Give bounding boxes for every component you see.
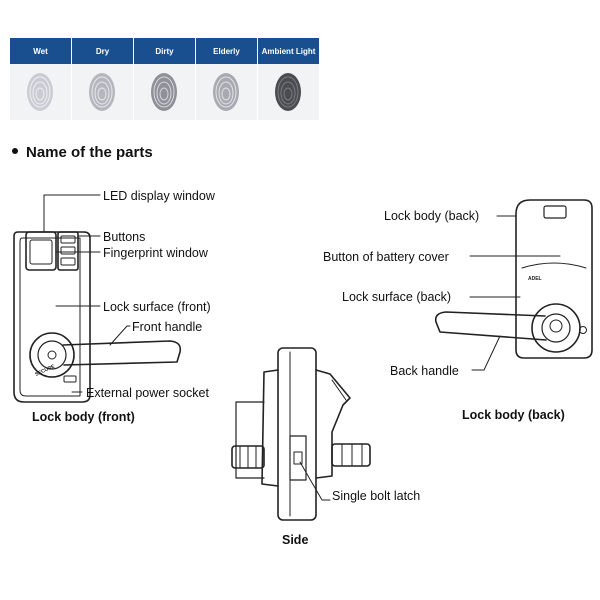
back-rosette [531, 303, 581, 353]
caption-lock-body-front: Lock body (front) [32, 410, 135, 424]
label-button-of-battery-cover: Button of battery cover [323, 250, 449, 264]
label-external-power-socket: External power socket [86, 386, 209, 400]
bullet-icon [12, 148, 18, 155]
caption-lock-body-back: Lock body (back) [462, 408, 565, 422]
section-title-text: Name of the parts [26, 144, 153, 161]
front-lock-body [13, 231, 182, 403]
condition-dirty: Dirty [134, 38, 195, 120]
condition-elderly: Elderly [196, 38, 257, 120]
fingerprint-icon [89, 73, 115, 111]
fingerprint-sample-image [196, 64, 257, 120]
label-single-bolt-latch: Single bolt latch [332, 489, 421, 503]
section-title: Name of the parts [12, 144, 153, 161]
condition-label: Dry [72, 38, 133, 64]
label-front-handle: Front handle [132, 320, 203, 334]
fingerprint-icon [213, 73, 239, 111]
fingerprint-sample-image [258, 64, 319, 120]
front-rosette [29, 332, 75, 378]
label-lock-body-back: Lock body (back) [384, 209, 480, 223]
fingerprint-icon [27, 73, 53, 111]
condition-ambient-light: Ambient Light [258, 38, 319, 120]
buttons-panel [57, 231, 79, 271]
fingerprint-sample-image [134, 64, 195, 120]
back-lock-body [434, 199, 593, 359]
label-back-handle: Back handle [390, 364, 459, 378]
label-lock-surface-front: Lock surface (front) [103, 300, 211, 314]
label-fingerprint-window: Fingerprint window [103, 246, 208, 260]
fingerprint-conditions-strip: Wet Dry Dirty [10, 38, 320, 120]
battery-cover-button [543, 205, 567, 219]
bolt-latch-plate [289, 435, 307, 481]
fingerprint-window [25, 231, 57, 271]
fingerprint-icon [275, 73, 301, 111]
back-handle-shape [434, 311, 547, 341]
condition-dry: Dry [72, 38, 133, 120]
fingerprint-sample-image [10, 64, 71, 120]
condition-wet: Wet [10, 38, 71, 120]
svg-text:ADEL: ADEL [528, 276, 542, 282]
label-buttons: Buttons [103, 230, 146, 244]
condition-label: Dirty [134, 38, 195, 64]
caption-side: Side [282, 533, 309, 547]
condition-label: Wet [10, 38, 71, 64]
fingerprint-icon [151, 73, 177, 111]
front-handle-shape [62, 340, 182, 366]
label-led-display-window: LED display window [103, 189, 215, 203]
label-lock-surface-back: Lock surface (back) [342, 290, 452, 304]
condition-label: Ambient Light [258, 38, 319, 64]
side-lock-view [231, 347, 371, 521]
fingerprint-sample-image [72, 64, 133, 120]
condition-label: Elderly [196, 38, 257, 64]
